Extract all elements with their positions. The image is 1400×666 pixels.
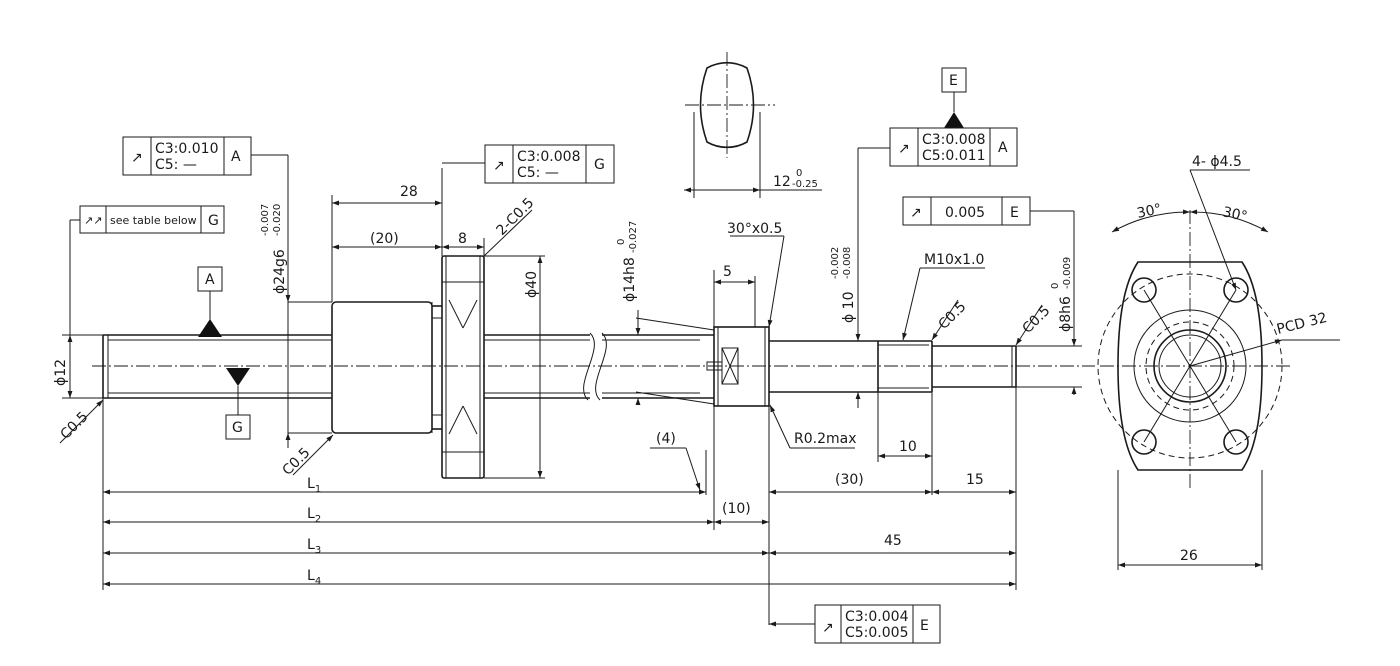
datum-a-label: A bbox=[205, 272, 215, 288]
len-45-label: 45 bbox=[884, 533, 902, 549]
frame-c-line2: C5: — bbox=[517, 165, 559, 181]
frame-a-line1: C3:0.010 bbox=[155, 141, 218, 157]
frame-b-ref: G bbox=[208, 213, 219, 229]
frame-f-line2: C5:0.005 bbox=[845, 625, 908, 641]
tol-frame-d bbox=[889, 127, 1018, 167]
len-10b-label: (10) bbox=[722, 501, 751, 517]
frame-f-line1: C3:0.004 bbox=[845, 609, 909, 625]
holes-label: 4- ϕ4.5 bbox=[1192, 154, 1242, 170]
flat-width-tol-lo: -0.25 bbox=[792, 179, 818, 190]
radius-label: R0.2max bbox=[794, 431, 857, 447]
tol-frame-c bbox=[442, 144, 615, 184]
length-dimensions bbox=[102, 398, 1016, 590]
flange-end-view bbox=[1097, 169, 1340, 570]
dia-14-tol-up: 0 bbox=[616, 239, 627, 245]
datum-e-label: E bbox=[949, 73, 958, 89]
chamfer-thread-label: C0.5 bbox=[936, 299, 970, 333]
angle-left-label: 30° bbox=[1136, 201, 1164, 222]
frame-f-symbol: ↗ bbox=[822, 620, 834, 636]
shaft-end bbox=[706, 326, 1017, 407]
dia-14-tol-lo: -0.027 bbox=[628, 221, 639, 253]
len-30-label: (30) bbox=[835, 472, 864, 488]
len-4-label: (4) bbox=[656, 431, 676, 447]
flat-width-label: 12 bbox=[773, 174, 791, 190]
left-dimensions bbox=[59, 290, 334, 476]
angle-right-label: 30° bbox=[1221, 204, 1249, 225]
tol-frame-f bbox=[769, 604, 941, 644]
frame-d-line1: C3:0.008 bbox=[922, 132, 985, 148]
dia-14-label: ϕ14h8 bbox=[622, 257, 638, 302]
frame-d-symbol: ↗ bbox=[898, 141, 910, 157]
datum-e bbox=[941, 67, 967, 128]
len-20-label: (20) bbox=[370, 231, 399, 247]
L2-label: L2 bbox=[307, 506, 321, 525]
dia-8-tol-up: 0 bbox=[1050, 283, 1061, 289]
tol-frame-a bbox=[122, 136, 289, 290]
dia-8-tol-lo: -0.009 bbox=[1062, 257, 1073, 289]
dia-24-tol-up: -0.007 bbox=[260, 204, 271, 236]
frame-d-ref: A bbox=[998, 140, 1008, 156]
frame-c-line1: C3:0.008 bbox=[517, 149, 580, 165]
frame-e-line1: 0.005 bbox=[945, 205, 985, 221]
dia-24-tol-lo: -0.020 bbox=[272, 204, 283, 236]
len-10-label: 10 bbox=[899, 439, 917, 455]
right-dimensions bbox=[855, 147, 1082, 590]
len-15-label: 15 bbox=[966, 472, 984, 488]
frame-e-symbol: ↗ bbox=[910, 205, 922, 221]
ball-nut bbox=[331, 255, 485, 479]
tol-frame-e bbox=[902, 196, 1031, 226]
dia-12-label: ϕ12 bbox=[53, 359, 69, 386]
dia-8-label: ϕ8h6 bbox=[1058, 296, 1074, 332]
chamfer-end-label: C0.5 bbox=[1020, 303, 1054, 337]
chamfer-2-label: 2-C0.5 bbox=[494, 195, 538, 239]
section-view bbox=[684, 61, 822, 198]
frame-a-symbol: ↗ bbox=[131, 150, 143, 166]
frame-e-ref: E bbox=[1010, 205, 1019, 221]
L4-label: L4 bbox=[307, 568, 321, 587]
pcd-label: PCD 32 bbox=[1275, 310, 1329, 338]
frame-c-symbol: ↗ bbox=[493, 158, 505, 174]
dia-10-label: ϕ 10 bbox=[841, 292, 857, 324]
len-5-label: 5 bbox=[723, 264, 732, 280]
frame-a-line2: C5: — bbox=[155, 157, 197, 173]
chamfer-30-label: 30°x0.5 bbox=[727, 221, 782, 237]
frame-c-ref: G bbox=[594, 157, 605, 173]
datum-g bbox=[225, 368, 251, 440]
chamfer-left-label: C0.5 bbox=[58, 409, 92, 443]
chamfer-nut-label: C0.5 bbox=[280, 445, 314, 479]
frame-b-symbol: ↗↗ bbox=[84, 214, 102, 227]
width-26-label: 26 bbox=[1180, 548, 1198, 564]
datum-a bbox=[197, 266, 223, 337]
datum-g-label: G bbox=[232, 420, 243, 436]
dia-10-tol-lo: -0.008 bbox=[842, 247, 853, 279]
middle-dimensions bbox=[635, 235, 855, 625]
L3-label: L3 bbox=[307, 537, 321, 556]
frame-d-line2: C5:0.011 bbox=[922, 148, 985, 164]
frame-f-ref: E bbox=[920, 618, 929, 634]
dia-24-label: ϕ24g6 bbox=[272, 249, 288, 294]
screw-shaft bbox=[102, 332, 714, 401]
len-28-label: 28 bbox=[400, 184, 418, 200]
dia-40-label: ϕ40 bbox=[524, 271, 540, 298]
tol-frame-b bbox=[69, 205, 225, 335]
len-8-label: 8 bbox=[458, 231, 467, 247]
thread-label: M10x1.0 bbox=[924, 252, 984, 268]
frame-a-ref: A bbox=[231, 149, 241, 165]
dia-10-tol-up: -0.002 bbox=[830, 247, 841, 279]
nut-dimensions bbox=[331, 168, 545, 479]
L1-label: L1 bbox=[307, 476, 321, 495]
frame-b-line1: see table below bbox=[110, 214, 197, 227]
flat-width-tol-up: 0 bbox=[796, 168, 802, 179]
